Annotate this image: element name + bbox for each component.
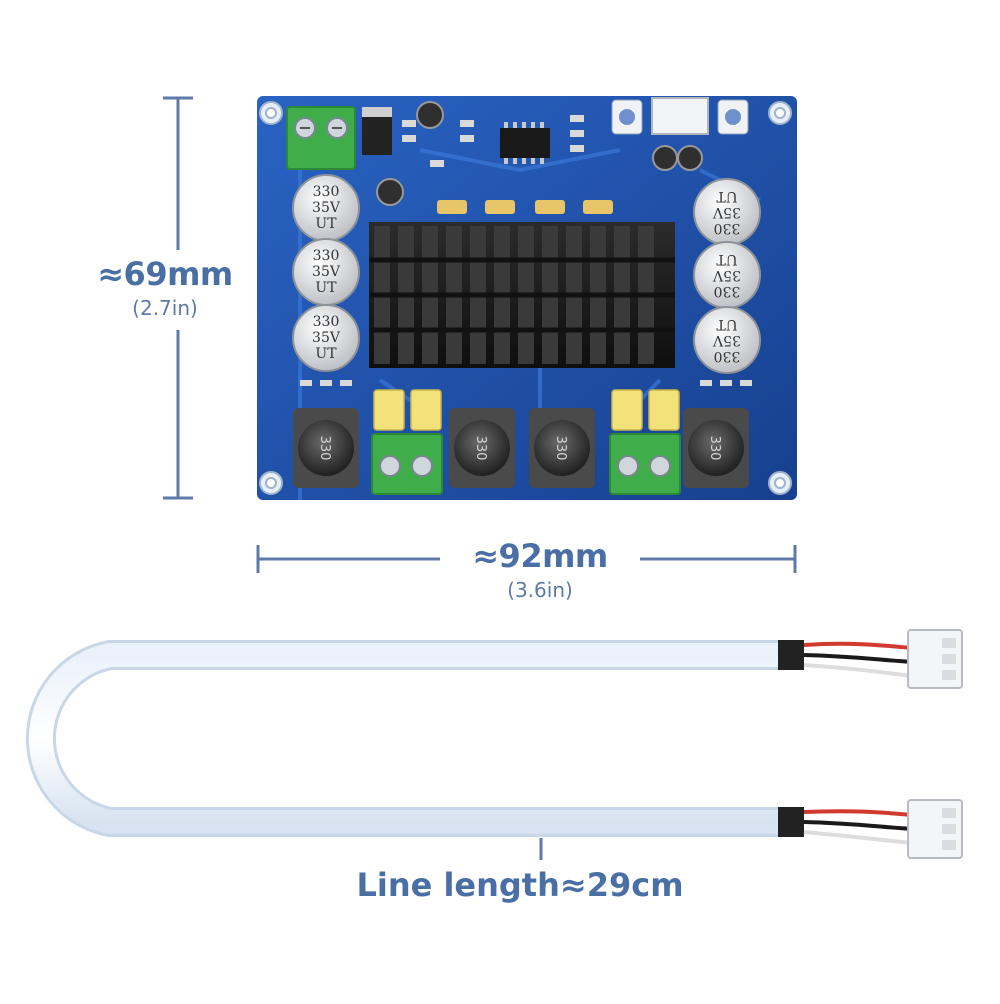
cap-marking: UT bbox=[315, 346, 337, 362]
ic-chip bbox=[500, 122, 550, 164]
cap-marking: UT bbox=[716, 316, 738, 332]
cap-marking: 35V bbox=[312, 264, 341, 280]
cap-marking: 35V bbox=[312, 200, 341, 216]
mount-hole bbox=[259, 101, 792, 495]
cap-marking: UT bbox=[315, 216, 337, 232]
heatsink bbox=[369, 222, 675, 368]
cable-connector bbox=[907, 629, 963, 859]
cap-marking: UT bbox=[315, 280, 337, 296]
height-dimension-label: ≈69mm bbox=[97, 255, 233, 293]
inductor bbox=[293, 408, 749, 488]
inductor-marking: 330 bbox=[473, 436, 488, 461]
cap-marking: 330 bbox=[313, 314, 340, 330]
cap-marking: 35V bbox=[712, 204, 741, 220]
small-capacitor bbox=[677, 145, 703, 171]
yellow-capacitors bbox=[437, 200, 613, 214]
cap-marking: 35V bbox=[712, 267, 741, 283]
input-connector bbox=[651, 97, 709, 135]
inductor-marking: 330 bbox=[707, 436, 722, 461]
width-dimension-label: ≈92mm bbox=[472, 537, 608, 575]
smd-components bbox=[300, 115, 752, 386]
film-capacitors bbox=[373, 389, 680, 431]
cap-marking: 330 bbox=[714, 220, 741, 236]
width-dimension-inches: (3.6in) bbox=[507, 578, 573, 602]
cap-marking: 330 bbox=[313, 184, 340, 200]
pcb-board: 330 35V UT 330 35V UT 330 35V UT 330 35V… bbox=[257, 96, 797, 500]
cable bbox=[25, 629, 963, 860]
capacitor-right-3 bbox=[693, 306, 761, 374]
speaker-terminal bbox=[371, 433, 681, 495]
cable-length-label: Line length≈29cm bbox=[356, 866, 684, 904]
width-dimension-line bbox=[256, 545, 797, 573]
cap-marking: 35V bbox=[312, 330, 341, 346]
power-terminal bbox=[286, 106, 356, 170]
small-capacitor bbox=[416, 101, 444, 129]
inductor-marking: 330 bbox=[553, 436, 568, 461]
potentiometer bbox=[611, 99, 749, 135]
cap-marking: UT bbox=[716, 188, 738, 204]
small-capacitor bbox=[376, 178, 404, 206]
height-dimension-inches: (2.7in) bbox=[132, 296, 198, 320]
cap-marking: 35V bbox=[712, 332, 741, 348]
cap-marking: 330 bbox=[714, 283, 741, 299]
inductor-marking: 330 bbox=[317, 436, 332, 461]
height-dimension-line bbox=[163, 96, 193, 500]
cap-marking: 330 bbox=[714, 348, 741, 364]
capacitor-left-3 bbox=[292, 304, 360, 372]
cap-marking: 330 bbox=[313, 248, 340, 264]
cap-marking: UT bbox=[716, 251, 738, 267]
small-capacitor bbox=[652, 145, 678, 171]
